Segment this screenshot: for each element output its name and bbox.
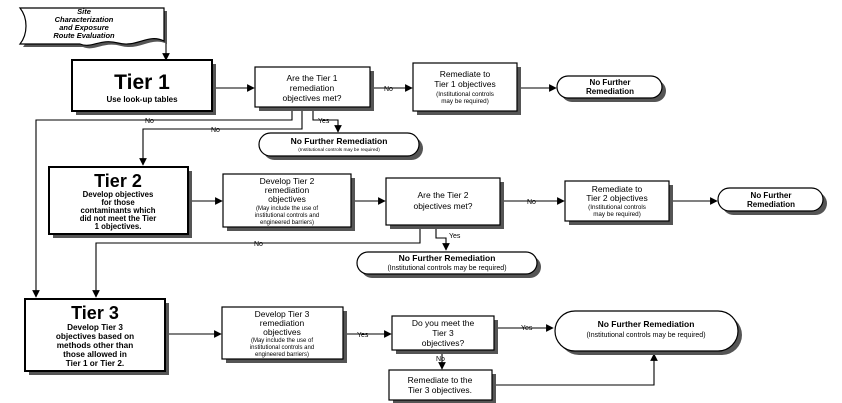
- dev2-note-1: (May include the use of: [256, 206, 318, 212]
- q3-box: Do you meet the Tier 3 objectives?: [391, 315, 498, 354]
- connector-q1-tier2: [139, 107, 303, 166]
- tier2-desc-1: Develop objectives: [83, 190, 154, 199]
- tier3-desc-4: those allowed in: [63, 350, 127, 359]
- label-yes-q2-nfr2b: Yes: [449, 233, 461, 240]
- label-no-q1-tier2: No: [211, 127, 220, 134]
- tier2-desc-5: 1 objectives.: [95, 222, 142, 231]
- tier1-title: Tier 1: [114, 71, 170, 94]
- q2-line-2: objectives met?: [413, 201, 472, 211]
- connector-q1-nfr1b: [312, 107, 342, 133]
- start-line-4: Route Evaluation: [53, 31, 115, 40]
- q3-line-1: Do you meet the: [412, 318, 475, 328]
- tier1-desc: Use look-up tables: [106, 95, 178, 104]
- rem3-box: Remediate to the Tier 3 objectives.: [388, 369, 496, 403]
- tier2-title: Tier 2: [94, 171, 142, 191]
- dev3-note-1: (May include the use of: [251, 338, 313, 344]
- nfr3-note: (Institutional controls may be required): [586, 332, 705, 339]
- dev2-note-3: engineered barriers): [260, 220, 314, 226]
- nfr1-oval: No Further Remediation: [556, 75, 666, 102]
- dev3-line-2: remediation: [260, 318, 305, 328]
- tier2-desc-3: contaminants which: [81, 206, 156, 215]
- dev3-line-3: objectives: [263, 327, 301, 337]
- q2-box: Are the Tier 2 objectives met?: [385, 177, 504, 229]
- rem2-note-2: may be required): [593, 211, 641, 218]
- nfr1-line-2: Remediation: [586, 87, 634, 96]
- q1-line-2: remediation: [290, 83, 335, 93]
- start-line-1: Site: [77, 7, 91, 16]
- rem1-line-2: Tier 1 objectives: [434, 79, 496, 89]
- nfr2b-oval: No Further Remediation (Institutional co…: [356, 251, 541, 278]
- start-node: Site Characterization and Exposure Route…: [18, 7, 167, 49]
- dev3-line-1: Develop Tier 3: [255, 309, 310, 319]
- connector-q2-nfr2b: [435, 225, 450, 251]
- nfr2-line-2: Remediation: [747, 200, 795, 209]
- tier3-desc-1: Develop Tier 3: [67, 323, 123, 332]
- tier3-title: Tier 3: [71, 303, 119, 323]
- connector-q1-tier3: [32, 107, 293, 298]
- connector-q2-tier3: [92, 225, 421, 298]
- rem1-box: Remediate to Tier 1 objectives (Institut…: [412, 62, 521, 115]
- rem1-note-1: (Institutional controls: [436, 91, 494, 98]
- rem3-line-2: Tier 3 objectives.: [408, 385, 472, 395]
- label-yes-dev3-q3: Yes: [357, 332, 369, 339]
- nfr2-line-1: No Further: [751, 191, 792, 200]
- q3-line-2: Tier 3: [432, 328, 454, 338]
- q2-line-1: Are the Tier 2: [417, 190, 468, 200]
- dev2-box: Develop Tier 2 remediation objectives (M…: [222, 173, 355, 231]
- nfr3-oval: No Further Remediation (Institutional co…: [554, 310, 742, 355]
- dev3-note-3: engineered barriers): [255, 352, 309, 358]
- label-no-q2-rem2: No: [527, 199, 536, 206]
- label-no-q2-tier3: No: [254, 241, 263, 248]
- rem2-box: Remediate to Tier 2 objectives (Institut…: [564, 180, 673, 225]
- nfr1b-title: No Further Remediation: [291, 136, 388, 146]
- tier2-box: Tier 2 Develop objectives for those cont…: [48, 166, 192, 238]
- nfr1-line-1: No Further: [590, 78, 631, 87]
- label-no-q1-rem1: No: [384, 86, 393, 93]
- dev2-line-3: objectives: [268, 194, 306, 204]
- q3-line-3: objectives?: [422, 338, 465, 348]
- tier3-desc-3: methods other than: [57, 341, 133, 350]
- rem2-line-1: Remediate to: [592, 184, 643, 194]
- nfr1b-note: (Institutional controls may be required): [298, 147, 380, 153]
- nfr2-oval: No Further Remediation: [717, 187, 827, 215]
- label-yes-q3-nfr3: Yes: [521, 325, 533, 332]
- rem1-line-1: Remediate to: [440, 69, 491, 79]
- dev3-box: Develop Tier 3 remediation objectives (M…: [221, 306, 347, 363]
- tier1-box: Tier 1 Use look-up tables: [71, 59, 216, 115]
- connectors: [32, 37, 718, 386]
- nfr2b-note: (Institutional controls may be required): [387, 265, 506, 272]
- dev2-line-1: Develop Tier 2: [260, 176, 315, 186]
- connector-rem3-nfr3: [492, 353, 658, 386]
- tier3-desc-2: objectives based on: [56, 332, 134, 341]
- q1-line-1: Are the Tier 1: [286, 73, 337, 83]
- rem1-note-2: may be required): [441, 98, 489, 105]
- nfr1b-oval: No Further Remediation (Institutional co…: [258, 132, 423, 160]
- tier2-desc-4: did not meet the Tier: [80, 214, 157, 223]
- dev2-line-2: remediation: [265, 185, 310, 195]
- rem3-line-1: Remediate to the: [408, 375, 473, 385]
- rem2-line-2: Tier 2 objectives: [586, 193, 648, 203]
- label-no-q3-rem3: No: [436, 356, 445, 363]
- tier2-desc-2: for those: [101, 198, 135, 207]
- label-no-q1-tier3: No: [145, 118, 154, 125]
- dev2-note-2: institutional controls and: [255, 213, 319, 219]
- tier3-desc-5: Tier 1 or Tier 2.: [66, 359, 124, 368]
- start-line-3: and Exposure: [59, 23, 109, 32]
- nfr3-title: No Further Remediation: [598, 319, 695, 329]
- label-yes-q1-nfr1b: Yes: [318, 118, 330, 125]
- edge-labels: No Yes No No No Yes No Yes Yes No: [145, 86, 536, 363]
- rem2-note-1: (Institutional controls: [588, 204, 646, 211]
- tier3-box: Tier 3 Develop Tier 3 objectives based o…: [24, 298, 169, 375]
- dev3-note-2: institutional controls and: [250, 345, 314, 351]
- q1-box: Are the Tier 1 remediation objectives me…: [254, 66, 374, 111]
- nfr2b-title: No Further Remediation: [399, 253, 496, 263]
- start-line-2: Characterization: [55, 15, 114, 24]
- q1-line-3: objectives met?: [282, 93, 341, 103]
